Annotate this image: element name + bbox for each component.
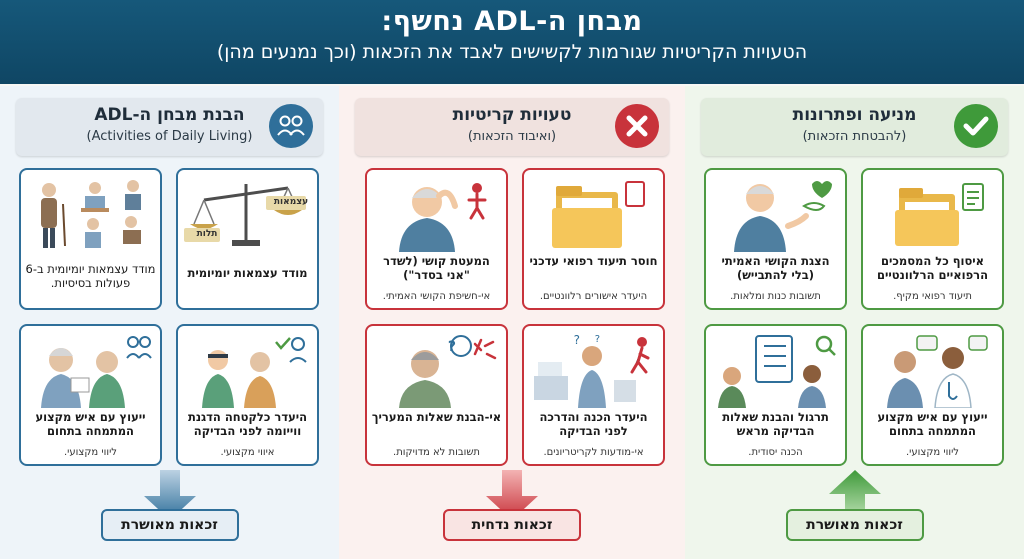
- confused-person-icon: ??: [530, 332, 657, 408]
- card-subtitle: אי-מודעות לקריטריונים.: [543, 447, 644, 458]
- daily-activities-icon: [27, 176, 154, 252]
- x-icon: [615, 104, 659, 148]
- card-title: היעדר הכנה והדרכה לפני הבדיקה: [539, 410, 648, 439]
- card-collect-documents: איסוף כל המסמכים הרפואיים הרלוונטיים תיע…: [861, 168, 1004, 310]
- column-understanding-adl: הבנת מבחן ה-ADL (Activities of Daily Liv…: [0, 86, 339, 559]
- card-professional-consult-left: ייעוץ עם איש מקצוע המתמחה בתחום ליווי מק…: [19, 324, 162, 466]
- card-title: תרגול והבנת שאלות הבדיקה מראש: [722, 410, 829, 439]
- arrow-up-icon: [828, 470, 881, 520]
- result-badge-rejected: זכאות נדחית: [443, 509, 581, 541]
- column-subtitle: (ואיבוד הזכאות): [467, 129, 557, 144]
- card-no-preparation: ?? היעדר הכנה והדרכה לפני הבדיקה אי-מודע…: [522, 324, 665, 466]
- card-missing-medical-docs: חוסר תיעוד רפואי עדכני היעדר אישורים רלו…: [522, 168, 665, 310]
- column-prevention: מניעה ופתרונות (להבטחת הזכאות) איסוף כל …: [685, 86, 1024, 559]
- card-subtitle: איווי מקצועי.: [220, 447, 275, 458]
- card-title: חוסר תיעוד רפואי עדכני: [529, 254, 658, 268]
- result-badge-approved: זכאות מאושרת: [100, 509, 239, 541]
- card-professional-consult: ייעוץ עם איש מקצוע המתמחה בתחום ליווי מק…: [861, 324, 1004, 466]
- page-title: מבחן ה-ADL נחשף:: [381, 6, 643, 37]
- card-misunderstanding-questions: ? אי-הבנת שאלות המעריך תשובות לא מדויקות…: [365, 324, 508, 466]
- card-show-real-difficulty: הצגת הקושי האמיתי (בלי להתבייש) תשובות כ…: [704, 168, 847, 310]
- card-subtitle: תיעוד רפואי מקיף.: [893, 291, 972, 302]
- card-title: אי-הבנת שאלות המעריך: [371, 410, 502, 424]
- question-icon: ?: [373, 332, 500, 408]
- scale-label-dependence: תלות: [196, 229, 218, 239]
- consultation-icon: [27, 332, 154, 408]
- card-subtitle: ליווי מקצועי.: [905, 447, 959, 458]
- card-title: מודד עצמאות יומיומית ב-6 פעולות בסיסיות.: [25, 262, 156, 291]
- card-downplaying-difficulty: המעטת קושי (לשדר "אני בסדר") אי-חשיפת הק…: [365, 168, 508, 310]
- card-title: ייעוץ עם איש מקצוע המתמחה בתחום: [35, 410, 146, 439]
- card-title: איסוף כל המסמכים הרפואיים הרלוונטיים: [877, 254, 988, 283]
- column-critical-mistakes: טעויות קריטיות (ואיבוד הזכאות) חוסר תיעו…: [339, 86, 685, 559]
- elderly-headache-icon: [373, 176, 500, 252]
- card-subtitle: אי-חשיפת הקושי האמיתי.: [382, 291, 491, 302]
- card-subtitle: היעדר אישורים רלוונטיים.: [539, 291, 648, 302]
- result-badge-approved: זכאות מאושרת: [785, 509, 924, 541]
- svg-text:?: ?: [595, 334, 600, 345]
- arrow-down-icon: [143, 470, 196, 520]
- column-header-prevention: מניעה ופתרונות (להבטחת הזכאות): [701, 98, 1008, 156]
- column-header-adl: הבנת מבחן ה-ADL (Activities of Daily Liv…: [16, 98, 323, 156]
- svg-text:?: ?: [448, 339, 456, 355]
- scale-label-independence: עצמאות: [273, 197, 309, 207]
- column-title: הבנת מבחן ה-ADL: [94, 105, 245, 125]
- card-measures-independence: תלות עצמאות מודד עצמאות יומיומית: [176, 168, 319, 310]
- page-subtitle: הטעויות הקריטיות שגורמות לקשישים לאבד את…: [216, 41, 808, 63]
- scale-icon: [184, 176, 311, 252]
- caregiver-icon: [184, 332, 311, 408]
- card-title: מודד עצמאות יומיומית: [187, 266, 308, 280]
- svg-text:?: ?: [574, 333, 580, 347]
- doctor-consult-icon: [869, 332, 996, 409]
- card-lack-preparation: היעדר כלקטחה הדגנת ווייומה לפני הבדיקה א…: [176, 324, 319, 466]
- arrow-down-icon: [486, 470, 538, 520]
- card-subtitle: ליווי מקצועי.: [63, 447, 117, 458]
- page-header: מבחן ה-ADL נחשף: הטעויות הקריטיות שגורמו…: [0, 0, 1024, 84]
- folder-icon: [530, 176, 657, 252]
- elderly-talking-icon: [712, 176, 839, 252]
- check-icon: [954, 104, 998, 148]
- card-subtitle: תשובות כנות ומלאות.: [730, 291, 821, 302]
- people-icon: [269, 104, 313, 148]
- column-title: טעויות קריטיות: [452, 105, 572, 125]
- card-subtitle: תשובות לא מדויקות.: [393, 447, 480, 458]
- column-title: מניעה ופתרונות: [792, 105, 917, 125]
- card-subtitle: הכנה יסודית.: [748, 447, 803, 458]
- checklist-icon: [712, 332, 839, 408]
- card-title: המעטת קושי (לשדר "אני בסדר"): [383, 254, 490, 283]
- card-title: היעדר כלקטחה הדגנת ווייומה לפני הבדיקה: [187, 410, 308, 439]
- column-subtitle: (Activities of Daily Living): [86, 129, 253, 144]
- documents-icon: [869, 176, 996, 252]
- column-header-mistakes: טעויות קריטיות (ואיבוד הזכאות): [355, 98, 669, 156]
- card-practice-questions: תרגול והבנת שאלות הבדיקה מראש הכנה יסודי…: [704, 324, 847, 466]
- column-subtitle: (להבטחת הזכאות): [802, 129, 907, 144]
- card-title: הצגת הקושי האמיתי (בלי להתבייש): [721, 254, 830, 283]
- card-six-daily-activities: מודד עצמאות יומיומית ב-6 פעולות בסיסיות.: [19, 168, 162, 310]
- card-title: ייעוץ עם איש מקצוע המתמחה בתחום: [877, 410, 988, 439]
